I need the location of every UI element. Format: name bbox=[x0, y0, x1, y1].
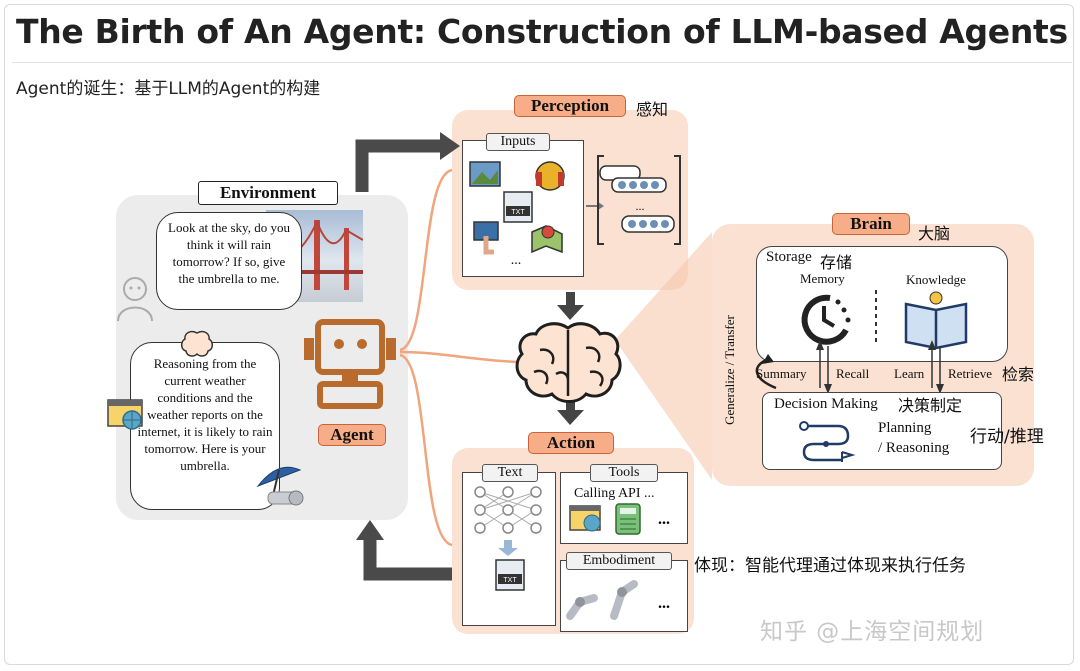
storage-cn: 存储 bbox=[820, 253, 853, 272]
perception-to-brain-arrowhead bbox=[557, 305, 584, 320]
tools-icons: ... bbox=[569, 503, 670, 535]
env-to-perception-arrow bbox=[355, 139, 440, 192]
embodiment-cn: 体现：智能代理通过体现来执行任务 bbox=[694, 556, 966, 576]
knowledge-label: Knowledge bbox=[906, 272, 966, 287]
inputs-icons: TXT ... bbox=[469, 161, 565, 268]
tools-label: Tools bbox=[590, 464, 658, 482]
figure-frame bbox=[4, 4, 1074, 665]
storage-decision-arrows bbox=[755, 340, 944, 394]
knowledge-book-icon bbox=[904, 291, 968, 350]
small-brain-icon bbox=[181, 330, 213, 357]
retrieve-label: Retrieve bbox=[948, 366, 993, 381]
embodiment-ellipsis: ... bbox=[658, 595, 670, 612]
agent-speech-bubble: Reasoning from the current weather condi… bbox=[130, 342, 280, 510]
agent-to-brain-line bbox=[399, 350, 519, 364]
agent-label: Agent bbox=[318, 424, 386, 446]
page-title: The Birth of An Agent: Construction of L… bbox=[16, 12, 1068, 51]
agent-to-action-curve bbox=[399, 353, 453, 547]
agent-robot-icon bbox=[304, 319, 396, 409]
environment-label: Environment bbox=[198, 181, 338, 205]
human-speech-text: Look at the sky, do you think it will ra… bbox=[168, 220, 290, 286]
calculator-icon bbox=[615, 503, 641, 535]
inputs-ellipsis: ... bbox=[511, 253, 522, 268]
storage-label: Storage bbox=[766, 249, 812, 265]
token-embeddings-icon: ... bbox=[586, 155, 681, 245]
text-network-icon: TXT bbox=[474, 486, 542, 591]
storage-icons bbox=[801, 290, 968, 350]
planning-label: Planning bbox=[878, 420, 932, 436]
recall-label: Recall bbox=[836, 366, 870, 381]
learn-label: Learn bbox=[894, 366, 925, 381]
tools-ellipsis: ... bbox=[658, 511, 670, 528]
audio-icon bbox=[535, 161, 565, 191]
decision-label: Decision Making bbox=[774, 396, 878, 412]
browser-tool-icon bbox=[569, 505, 601, 532]
umbrella-robot-arm-icon bbox=[256, 466, 304, 506]
action-label: Action bbox=[528, 432, 614, 454]
brain-icon bbox=[515, 322, 622, 403]
input-file-tag: TXT bbox=[511, 209, 525, 216]
generalize-loop-arrow bbox=[755, 358, 777, 390]
action-to-env-arrow bbox=[363, 540, 452, 581]
memory-label: Memory bbox=[800, 271, 845, 286]
video-touch-icon bbox=[473, 221, 499, 255]
brain-to-action-arrowhead bbox=[557, 410, 584, 425]
web-browser-icon bbox=[107, 399, 143, 430]
env-to-perception-arrowhead bbox=[440, 132, 460, 160]
output-file-tag: TXT bbox=[503, 577, 517, 584]
summary-label: Summary bbox=[756, 366, 807, 381]
brain-cn: 大脑 bbox=[918, 224, 951, 243]
text-file-icon: TXT bbox=[503, 191, 533, 223]
agent-to-perception-curve bbox=[399, 168, 453, 352]
human-speech-bubble: Look at the sky, do you think it will ra… bbox=[156, 212, 302, 310]
inputs-label: Inputs bbox=[486, 133, 550, 151]
perception-label: Perception bbox=[514, 95, 626, 117]
agent-speech-text: Reasoning from the current weather condi… bbox=[137, 356, 273, 473]
human-user-icon bbox=[117, 277, 153, 322]
calling-api-label: Calling API ... bbox=[574, 486, 655, 501]
action-to-env-arrowhead bbox=[356, 520, 384, 540]
retrieve-cn: 检索 bbox=[1002, 365, 1035, 384]
action-reasoning-cn: 行动/推理 bbox=[970, 427, 1044, 447]
robot-arms-icon: ... bbox=[566, 580, 670, 620]
text-output-label: Text bbox=[482, 464, 538, 482]
page-subtitle: Agent的诞生：基于LLM的Agent的构建 bbox=[16, 79, 321, 99]
brain-spotlight bbox=[615, 232, 712, 480]
planning-path-icon bbox=[799, 421, 856, 462]
watermark: 知乎 @上海空间规划 bbox=[760, 619, 985, 645]
decision-cn: 决策制定 bbox=[898, 396, 963, 415]
brain-label: Brain bbox=[832, 213, 910, 235]
embeddings-ellipsis: ... bbox=[636, 199, 645, 213]
map-location-icon bbox=[531, 225, 563, 254]
embodiment-label: Embodiment bbox=[566, 552, 672, 570]
decision-box bbox=[762, 392, 1002, 470]
memory-clock-icon bbox=[801, 294, 851, 345]
image-icon bbox=[469, 161, 501, 187]
generalize-transfer-label: Generalize / Transfer bbox=[722, 315, 737, 425]
reasoning-label: / Reasoning bbox=[878, 440, 950, 456]
title-divider bbox=[12, 62, 1072, 63]
perception-cn: 感知 bbox=[636, 100, 669, 119]
